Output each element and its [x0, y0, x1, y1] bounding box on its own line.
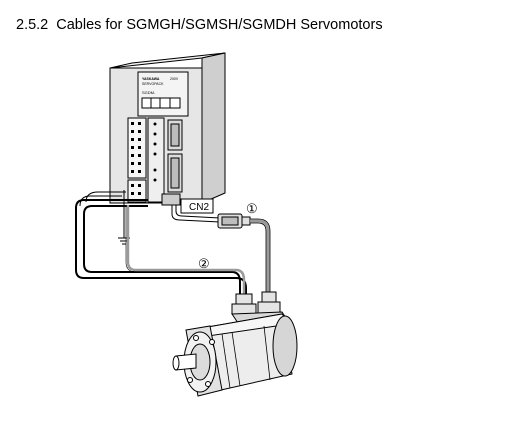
- cn2-label: CN2: [189, 202, 209, 213]
- section-number: 2.5.2: [16, 17, 49, 33]
- voltage-label: 200V: [170, 77, 179, 81]
- callout-2: ②: [198, 256, 210, 271]
- motor-rear-cap: [272, 315, 298, 377]
- brand-line-2: SERVOPACK: [142, 82, 164, 86]
- brand-line-1: YASKAWA: [142, 77, 160, 81]
- encoder-cable-1: [171, 205, 221, 223]
- front-middle-column: [147, 117, 165, 203]
- encoder-plug: [217, 213, 251, 229]
- model-label: SGDM-: [142, 90, 156, 95]
- section-title: Cables for SGMGH/SGMSH/SGMDH Servomotors: [56, 17, 383, 33]
- page-title: 2.5.2 Cables for SGMGH/SGMSH/SGMDH Servom…: [16, 17, 383, 33]
- cable-2: [125, 205, 246, 296]
- motor-connector-power: [231, 293, 257, 315]
- power-cable-outline: [79, 191, 126, 207]
- terminal-block-lower: [127, 179, 147, 203]
- servomotor: [172, 311, 298, 397]
- cn2-port: [161, 193, 181, 206]
- callout-1: ①: [246, 201, 258, 216]
- cn2-label-box: [180, 198, 214, 214]
- motor-connector-encoder: [257, 291, 281, 315]
- terminal-block-upper: [127, 117, 147, 179]
- servopack-unit: [109, 52, 226, 206]
- terminal-screws: [131, 122, 157, 195]
- servopack-display: [141, 97, 181, 109]
- encoder-cable-1-outline: [250, 218, 271, 292]
- encoder-cable-1-run: [250, 219, 270, 292]
- servopack-side: [201, 52, 226, 204]
- servopack-panel: [137, 71, 189, 117]
